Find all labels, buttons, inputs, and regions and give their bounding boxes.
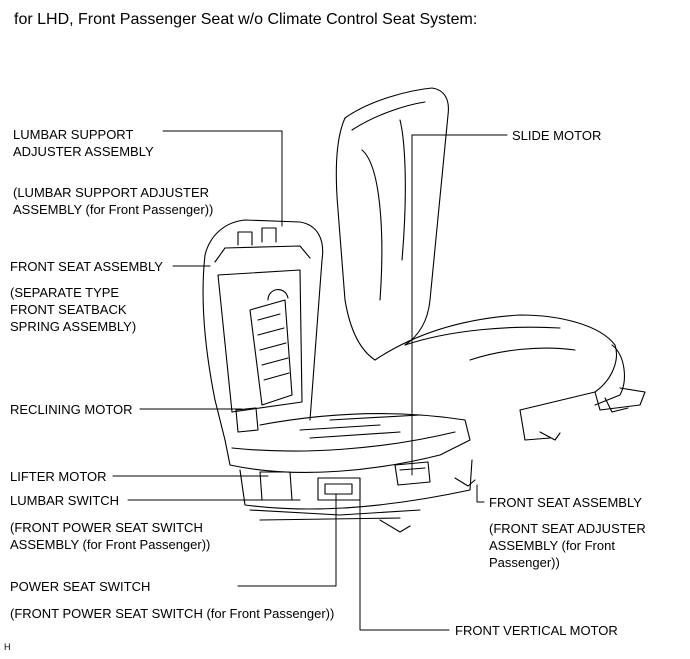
label-front-vertical-motor: FRONT VERTICAL MOTOR (455, 623, 618, 638)
complete-seat-drawing (335, 87, 646, 441)
label-power-seat-switch: POWER SEAT SWITCH (10, 579, 151, 594)
leader-lines (112, 130, 508, 631)
label-front-seat-assembly-left: FRONT SEAT ASSEMBLY (10, 259, 163, 274)
label-front-seat-assembly-right: FRONT SEAT ASSEMBLY (489, 495, 642, 510)
label-slide-motor: SLIDE MOTOR (512, 128, 602, 143)
figure-id: H (4, 642, 11, 652)
note-lumbar-support-adjuster: (LUMBAR SUPPORT ADJUSTER ASSEMBLY (for F… (13, 185, 214, 217)
label-lifter-motor: LIFTER MOTOR (10, 469, 107, 484)
note-lumbar-switch: (FRONT POWER SEAT SWITCH ASSEMBLY (for F… (10, 520, 211, 552)
label-reclining-motor: RECLINING MOTOR (10, 402, 133, 417)
seat-frame-drawing (202, 219, 476, 533)
note-front-seat-assembly-left: (SEPARATE TYPE FRONT SEATBACK SPRING ASS… (10, 285, 137, 334)
label-lumbar-switch: LUMBAR SWITCH (10, 493, 120, 508)
note-power-seat-switch: (FRONT POWER SEAT SWITCH (for Front Pass… (10, 606, 335, 621)
note-front-seat-assembly-right: (FRONT SEAT ADJUSTER ASSEMBLY (for Front… (489, 521, 646, 570)
diagram-title: for LHD, Front Passenger Seat w/o Climat… (14, 11, 478, 28)
label-lumbar-support-adjuster: LUMBAR SUPPORT ADJUSTER ASSEMBLY (13, 127, 154, 159)
